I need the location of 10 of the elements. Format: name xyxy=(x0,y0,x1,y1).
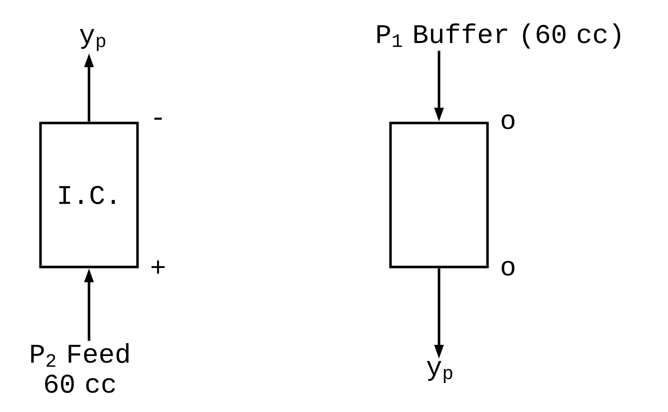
flow-label: P$_{2}$ Feed 60 cc xyxy=(31,343,129,393)
column-box: I.C. xyxy=(39,122,139,268)
sign-label: + xyxy=(152,260,165,274)
flow-label: y$_{p}$ xyxy=(80,29,106,51)
flow-label: P$_{1}$ Buffer (60 cc) xyxy=(377,23,620,49)
sign-label: - xyxy=(154,118,162,120)
column-box xyxy=(389,122,489,268)
sign-label: o xyxy=(502,114,514,130)
flow-label: y$_{p}$ xyxy=(426,361,452,383)
sign-label: o xyxy=(502,260,514,276)
